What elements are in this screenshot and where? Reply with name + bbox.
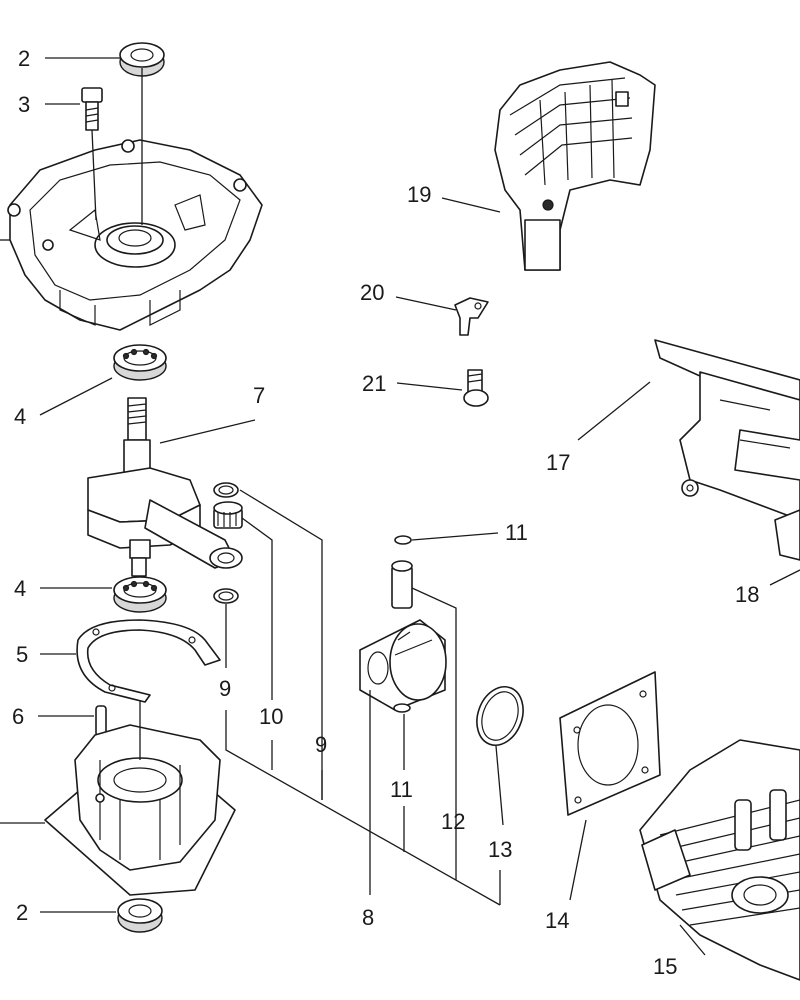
crankcase-upper — [7, 139, 263, 331]
part-14-cylinder-gasket — [559, 671, 661, 816]
part-15-cylinder — [639, 739, 800, 981]
callout-8: 8 — [362, 905, 374, 930]
callout-4-lower: 4 — [14, 576, 26, 601]
callout-2-top: 2 — [18, 46, 30, 71]
callout-15: 15 — [653, 954, 677, 979]
callout-11-lower: 11 — [390, 777, 413, 802]
part-4-lower-bearing — [113, 576, 167, 613]
part-11-upper-clip — [394, 535, 412, 545]
callout-13: 13 — [488, 837, 512, 862]
part-8-piston — [359, 619, 447, 711]
part-18-partial — [774, 509, 800, 561]
part-13-piston-ring — [476, 686, 524, 746]
callout-11-upper: 11 — [505, 520, 528, 545]
callout-12: 12 — [441, 809, 465, 834]
callout-3: 3 — [18, 92, 30, 117]
part-2-bottom-bearing — [117, 898, 163, 933]
part-9-upper-washer — [213, 482, 239, 498]
callout-21: 21 — [362, 371, 386, 396]
crankshaft — [87, 397, 243, 577]
callout-9-b: 9 — [315, 732, 327, 757]
callout-6: 6 — [12, 704, 24, 729]
part-20-clip — [454, 297, 489, 336]
callout-5: 5 — [16, 642, 28, 667]
callout-17: 17 — [546, 450, 570, 475]
part-10-needle-bearing — [213, 501, 243, 529]
callout-19: 19 — [407, 182, 431, 207]
callout-20: 20 — [360, 280, 384, 305]
callout-9-a: 9 — [219, 676, 231, 701]
part-19-guard — [494, 61, 656, 271]
part-21-screw — [463, 369, 489, 407]
callout-2-bottom: 2 — [16, 900, 28, 925]
callout-7: 7 — [253, 383, 265, 408]
part-4-upper-bearing — [113, 344, 167, 381]
part-3-bolt — [81, 87, 103, 131]
crankcase-lower — [44, 724, 236, 896]
part-5-gasket — [76, 619, 221, 703]
callout-labels: 2 3 4 7 4 5 6 2 9 10 9 8 11 11 12 13 14 … — [12, 46, 759, 979]
callout-18: 18 — [735, 582, 759, 607]
part-9-lower-washer — [213, 588, 239, 604]
part-11-lower-clip — [393, 703, 411, 713]
callout-14: 14 — [545, 908, 569, 933]
callout-4-upper: 4 — [14, 404, 26, 429]
part-2-top-bearing — [119, 42, 165, 77]
callout-10: 10 — [259, 704, 283, 729]
part-17-shroud — [654, 339, 800, 521]
leader-lines — [0, 57, 800, 956]
part-12-piston-pin — [391, 560, 413, 609]
